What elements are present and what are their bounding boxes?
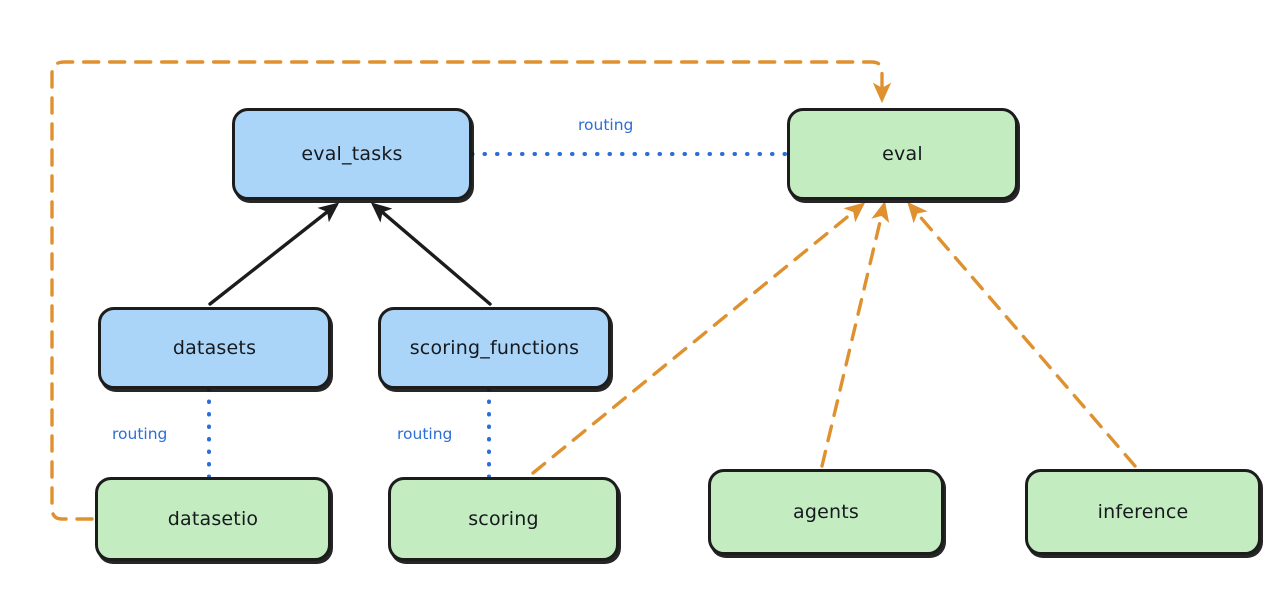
node-scoring[interactable]: scoring <box>388 477 619 561</box>
node-datasets[interactable]: datasets <box>98 307 331 389</box>
node-label: scoring_functions <box>409 336 580 359</box>
node-inference[interactable]: inference <box>1025 469 1261 555</box>
edge-label-routing-datasets-datasetio: routing <box>112 425 168 443</box>
node-label: agents <box>793 500 859 523</box>
edge-agents-to-eval <box>820 201 890 468</box>
edge-label-routing-eval-tasks-eval: routing <box>578 116 634 134</box>
node-datasetio[interactable]: datasetio <box>95 477 331 561</box>
node-agents[interactable]: agents <box>708 469 944 555</box>
edge-inference-to-eval <box>907 201 1137 468</box>
node-label: inference <box>1097 500 1189 523</box>
node-label: datasets <box>172 336 257 359</box>
node-label: datasetio <box>167 507 259 530</box>
edge-label-routing-scoring-functions-scoring: routing <box>397 425 453 443</box>
node-eval[interactable]: eval <box>787 108 1018 200</box>
node-label: scoring <box>468 507 539 530</box>
node-label: eval <box>882 142 923 165</box>
edge-scoring_functions-to-eval_tasks <box>370 202 492 306</box>
node-eval-tasks[interactable]: eval_tasks <box>232 108 472 200</box>
node-label: eval_tasks <box>301 142 403 165</box>
node-scoring-functions[interactable]: scoring_functions <box>378 307 611 389</box>
edge-datasets-to-eval_tasks <box>208 202 340 306</box>
